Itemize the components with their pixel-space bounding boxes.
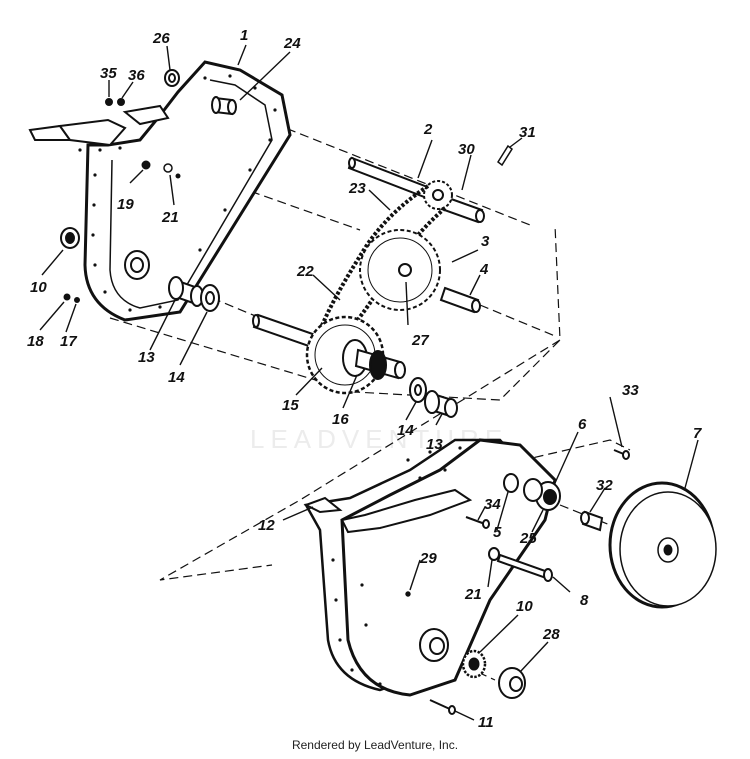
- callout-35: 35: [100, 65, 117, 82]
- callout-13-lower: 13: [426, 436, 443, 453]
- callout-6: 6: [578, 416, 587, 433]
- sprocket-small-upper: [423, 180, 453, 210]
- callout-2: 2: [423, 121, 433, 138]
- callout-26: 26: [152, 30, 170, 47]
- washer-14-upper: [200, 284, 220, 312]
- callout-15: 15: [282, 397, 299, 414]
- callout-5: 5: [493, 524, 502, 541]
- callout-25: 25: [519, 530, 537, 547]
- callout-3: 3: [481, 233, 490, 250]
- bolt-34: [465, 516, 490, 529]
- bushing-5: [503, 473, 519, 493]
- callout-27: 27: [411, 332, 429, 349]
- chain-case-right-half: [303, 438, 557, 697]
- callout-leader-lines: [39, 44, 699, 721]
- washer-21-lower: [488, 547, 500, 561]
- callout-1: 1: [240, 27, 248, 44]
- callout-21-lower: 21: [464, 586, 482, 603]
- small-hardware: [63, 98, 411, 597]
- callout-23: 23: [348, 180, 366, 197]
- callout-34: 34: [484, 496, 501, 513]
- callout-30: 30: [458, 141, 475, 158]
- bushing-26: [164, 69, 180, 87]
- callout-32: 32: [596, 477, 613, 494]
- callout-16: 16: [332, 411, 349, 428]
- pulley-7: [608, 481, 717, 609]
- callout-21-upper: 21: [161, 209, 179, 226]
- callout-numbers: 1 2 3 4 5 6 7 8 10 10 11 12 13 13 14 14 …: [27, 27, 702, 731]
- callout-18: 18: [27, 333, 44, 350]
- callout-14-upper: 14: [168, 369, 185, 386]
- bearing-13-upper: [168, 276, 204, 307]
- bearing-24: [211, 96, 237, 116]
- chain-case-left-half: [28, 60, 292, 322]
- bearing-housing-case: [124, 250, 150, 280]
- callout-11: 11: [478, 714, 494, 731]
- spacer-4: [439, 286, 481, 314]
- callout-10-lower: 10: [516, 598, 533, 615]
- callout-8: 8: [580, 592, 589, 609]
- bearing-13-lower: [424, 390, 458, 418]
- bearing-housing-front: [419, 628, 449, 662]
- callout-36: 36: [128, 67, 145, 84]
- bolt-8: [496, 553, 553, 582]
- key-31: [496, 144, 514, 167]
- callout-4: 4: [479, 261, 489, 278]
- bolt-33: [613, 449, 630, 460]
- callout-33: 33: [622, 382, 639, 399]
- seal-10-upper: [60, 227, 80, 249]
- callout-14-lower: 14: [397, 422, 414, 439]
- screw-11: [429, 699, 456, 715]
- exploded-parts-diagram: LEADVENTURE: [27, 27, 717, 731]
- sprocket-large-3: [359, 229, 441, 311]
- nut-28: [498, 667, 526, 699]
- callout-24: 24: [283, 35, 301, 52]
- seal-10-lower: [461, 649, 487, 679]
- callout-22: 22: [296, 263, 314, 280]
- callout-19: 19: [117, 196, 134, 213]
- washer-14-lower: [409, 377, 427, 403]
- footer-credit: Rendered by LeadVenture, Inc.: [291, 738, 459, 752]
- callout-7: 7: [693, 425, 702, 442]
- callout-10-upper: 10: [30, 279, 47, 296]
- hub-16: [342, 339, 406, 380]
- hub-6-25: [523, 478, 561, 511]
- spacer-32: [580, 510, 604, 532]
- callout-31: 31: [519, 124, 536, 141]
- callout-17: 17: [60, 333, 77, 350]
- callout-29: 29: [419, 550, 437, 567]
- callout-28: 28: [542, 626, 560, 643]
- callout-12: 12: [258, 517, 275, 534]
- callout-13-upper: 13: [138, 349, 155, 366]
